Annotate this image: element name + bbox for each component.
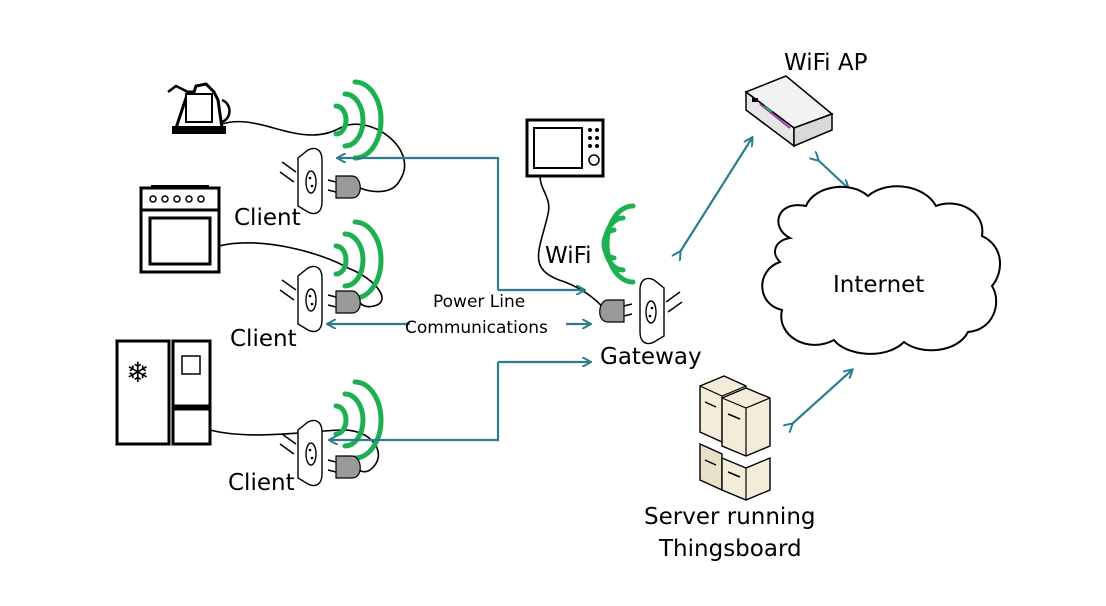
cloud-icon — [761, 185, 1002, 355]
server-label-line2: Thingsboard — [658, 536, 802, 562]
client-top-label: Client — [234, 205, 301, 231]
svg-text:❄: ❄ — [126, 356, 149, 389]
client-bottom-label: Client — [228, 470, 295, 496]
client-mid-label: Client — [230, 326, 297, 352]
router-icon — [744, 75, 834, 148]
kettle-icon — [167, 82, 231, 134]
plc-label-line2: Communications — [405, 318, 548, 338]
wifi-ap-label: WiFi AP — [784, 50, 868, 76]
fridge-icon: ❄ — [115, 339, 212, 446]
plc-links — [328, 158, 590, 440]
server-label-line1: Server running — [644, 504, 816, 530]
wifi-label: WiFi — [545, 243, 592, 269]
client-top-adapter — [279, 82, 381, 215]
plc-label-line1: Power Line — [433, 292, 525, 312]
gateway-label: Gateway — [600, 344, 702, 370]
gateway-adapter — [598, 203, 683, 345]
internet-label: Internet — [833, 272, 924, 298]
stove-icon — [139, 185, 221, 274]
server-icon — [699, 375, 771, 501]
network-arrows — [680, 138, 852, 424]
microwave-icon — [525, 118, 605, 178]
